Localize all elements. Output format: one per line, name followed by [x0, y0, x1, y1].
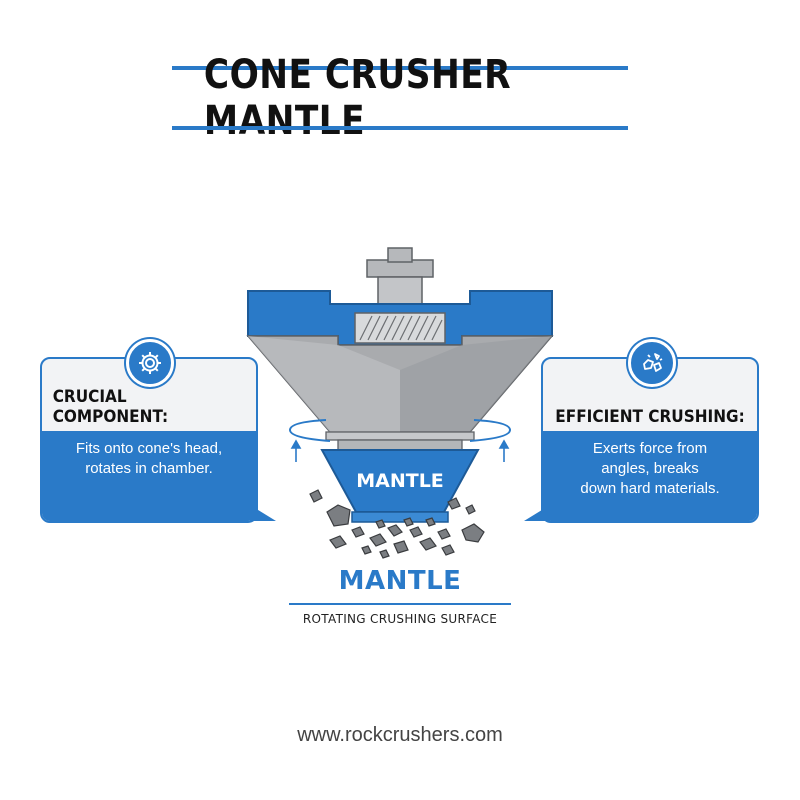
rotation-arc-right [469, 419, 512, 442]
callout-left-heading: CRUCIAL COMPONENT: [52, 387, 169, 427]
concave-shading [248, 336, 400, 432]
arrow-right [498, 439, 510, 462]
footer-url: www.rockcrushers.com [297, 724, 503, 746]
callout-left-tail [250, 505, 276, 521]
arrow-left [290, 439, 302, 462]
callout-efficient-crushing: EFFICIENT CRUSHING: Exerts force from an… [541, 357, 759, 523]
callout-right-line: down hard materials. [580, 480, 720, 497]
mantle-subtitle: ROTATING CRUSHING SURFACE [302, 612, 498, 626]
title-rule-top [172, 66, 628, 70]
callout-left-line: Fits onto cone's head, [75, 440, 223, 457]
concave-shading-right [400, 336, 552, 432]
crushing-rocks-icon [628, 339, 676, 387]
mantle-label-rule [289, 603, 511, 605]
callout-right-heading: EFFICIENT CRUSHING: [555, 407, 745, 427]
bearing-hatching [359, 315, 443, 341]
collar-ring-lower [337, 439, 463, 451]
callout-right-tail [524, 505, 550, 521]
rotation-arc-left [288, 419, 331, 442]
shaft-neck [387, 247, 413, 263]
callout-right-line: angles, breaks [601, 460, 699, 477]
mantle-label: MANTLE [338, 566, 462, 596]
callout-left-body: Fits onto cone's head, rotates in chambe… [42, 431, 256, 521]
mantle-inner-label: MANTLE [356, 470, 444, 492]
callout-left-line: rotates in chamber. [85, 460, 213, 477]
gear-icon [126, 339, 174, 387]
mantle-band [351, 511, 449, 523]
callout-right-body: Exerts force from angles, breaks down ha… [543, 431, 757, 521]
title-rule-bottom [172, 126, 628, 130]
callout-right-line: Exerts force from [592, 440, 708, 457]
collar-ring [325, 431, 475, 441]
crushed-rocks [309, 489, 485, 559]
callout-crucial-component: CRUCIAL COMPONENT: Fits onto cone's head… [40, 357, 258, 523]
